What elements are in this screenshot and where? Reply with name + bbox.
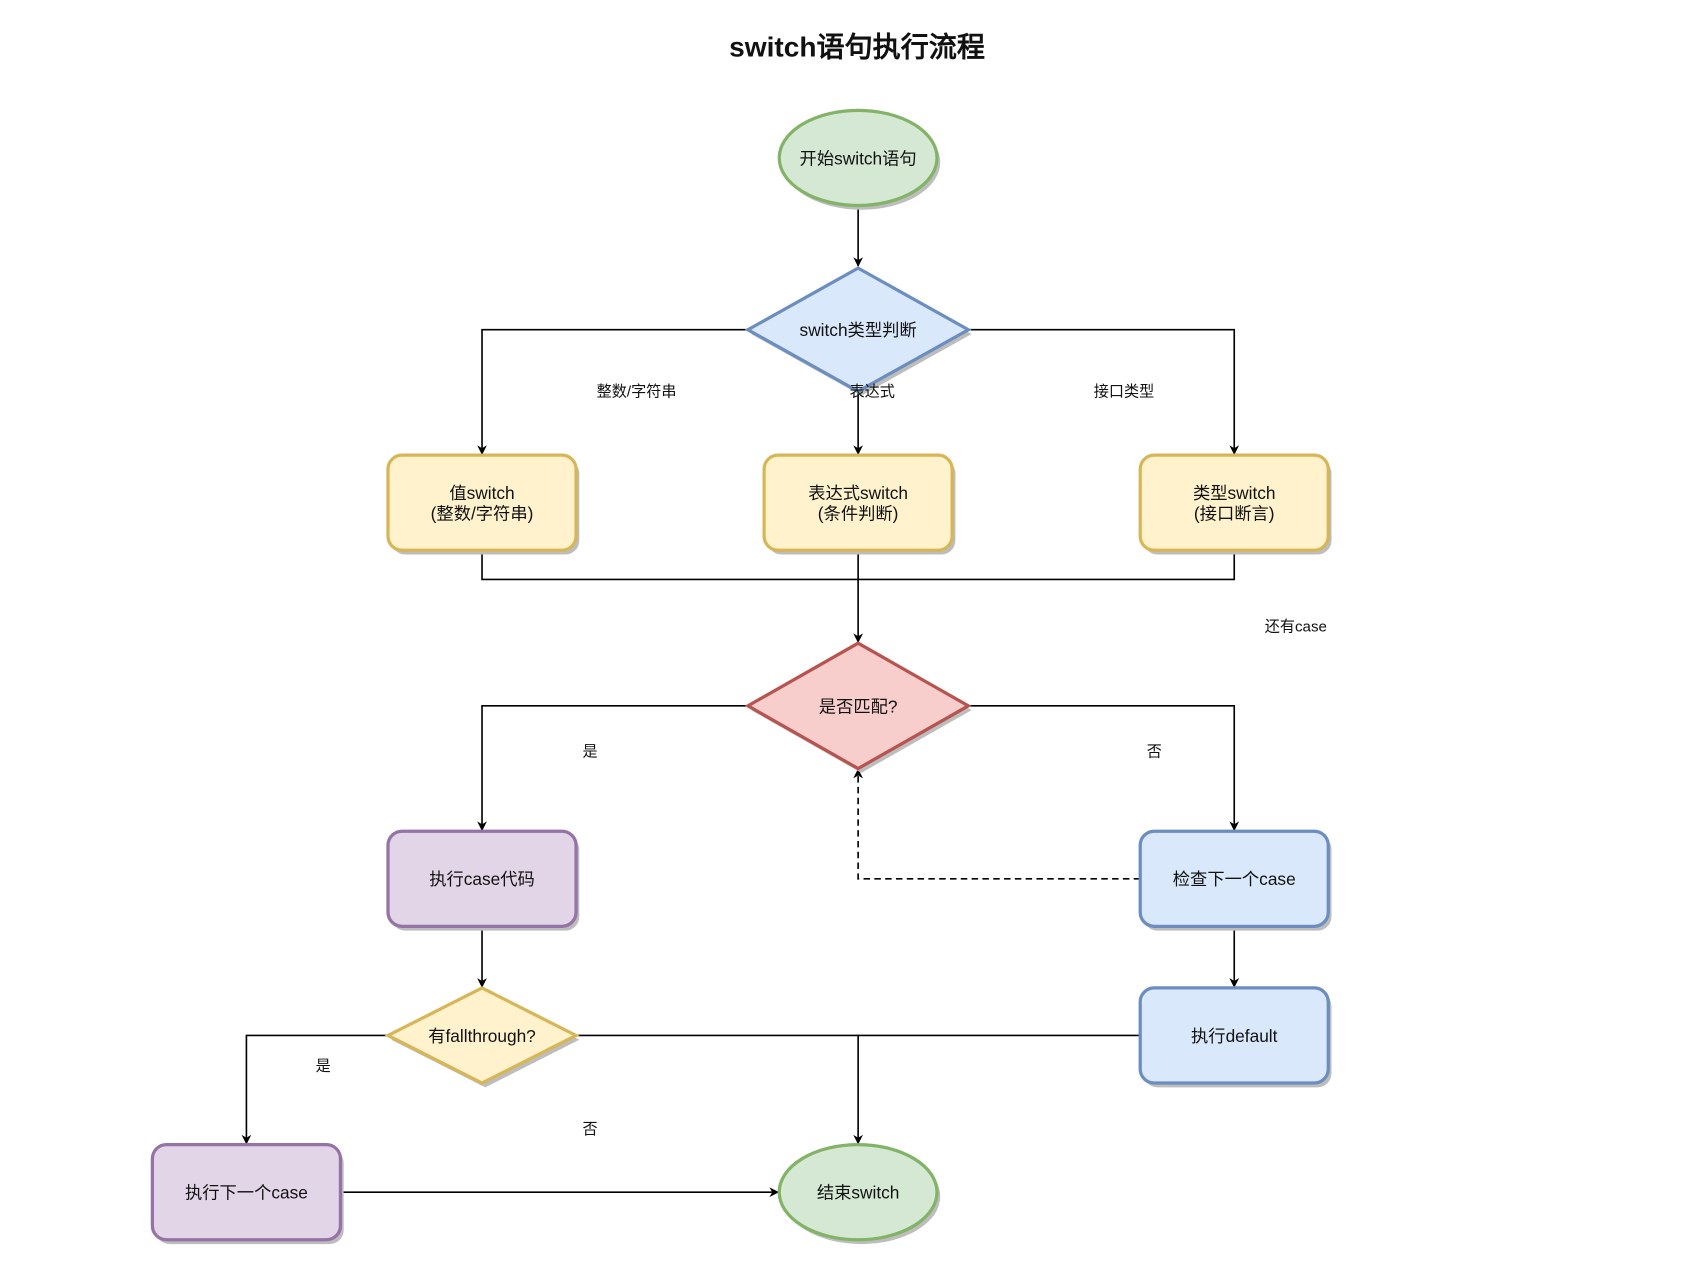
node-value-switch: 值switch(整数/字符串) <box>386 453 580 555</box>
node-label: 执行下一个case <box>185 1183 308 1203</box>
node-label: 有fallthrough? <box>428 1026 536 1046</box>
node-label: (整数/字符串) <box>431 503 534 523</box>
node-shape-diamond <box>744 266 972 394</box>
edge-label: 接口类型 <box>1094 384 1155 401</box>
node-shape-diamond <box>384 986 580 1085</box>
edge-type-switch-to-match <box>858 550 1236 581</box>
edge-labels-layer: 整数/字符串表达式接口类型是否还有case是否 <box>316 384 1327 1138</box>
edge-label: 否 <box>583 1121 598 1138</box>
node-fallthrough: 有fallthrough? <box>384 986 580 1088</box>
edge-label: 表达式 <box>849 384 894 401</box>
node-shape-rect <box>1138 986 1330 1085</box>
node-label: (条件判断) <box>818 503 899 523</box>
edge-label: 整数/字符串 <box>597 384 677 401</box>
node-shape-rect <box>150 1143 343 1242</box>
node-shape-diamond <box>744 641 972 771</box>
node-shape-rect <box>1138 453 1330 552</box>
node-shape-rect <box>386 453 578 552</box>
edge-label: 还有case <box>1265 618 1327 635</box>
node-label: 值switch <box>449 483 514 503</box>
node-exec-default: 执行default <box>1138 986 1332 1088</box>
edges-layer <box>241 205 1240 1198</box>
node-label: switch类型判断 <box>800 320 917 340</box>
node-exec-next-case: 执行下一个case <box>150 1143 344 1245</box>
node-expr-switch: 表达式switch(条件判断) <box>762 453 956 555</box>
edge-fallthrough-to-end <box>576 1034 863 1145</box>
edge-check-next-to-match <box>853 768 1141 880</box>
node-label: 检查下一个case <box>1173 869 1296 889</box>
node-check-next: 检查下一个case <box>1138 829 1332 931</box>
node-shape-ellipse <box>777 108 939 208</box>
node-shape-rect <box>762 453 954 552</box>
edge-type-check-to-value-switch <box>477 328 748 455</box>
edge-label: 否 <box>1147 744 1162 761</box>
node-label: 开始switch语句 <box>800 148 917 168</box>
node-label: 结束switch <box>817 1183 900 1203</box>
node-type-check: switch类型判断 <box>744 266 972 396</box>
node-exec-case: 执行case代码 <box>386 829 580 931</box>
node-shape-rect <box>386 829 578 928</box>
node-label: (接口断言) <box>1194 503 1275 523</box>
edge-type-check-to-type-switch <box>968 328 1240 455</box>
edge-label: 是 <box>316 1058 331 1075</box>
node-start: 开始switch语句 <box>777 108 941 210</box>
node-end: 结束switch <box>777 1143 941 1245</box>
edge-match-to-check-next <box>968 705 1240 832</box>
node-label: 是否匹配? <box>819 696 898 716</box>
node-shape-ellipse <box>777 1143 939 1242</box>
node-label: 表达式switch <box>808 483 908 503</box>
edge-label: 是 <box>583 744 598 761</box>
node-label: 执行default <box>1191 1026 1278 1046</box>
edge-match-to-exec-case <box>477 705 748 832</box>
edge-fallthrough-to-exec-next-case <box>241 1034 388 1145</box>
node-match: 是否匹配? <box>744 641 972 773</box>
node-label: 类型switch <box>1193 483 1276 503</box>
node-label: 执行case代码 <box>429 869 535 889</box>
diagram-title: switch语句执行流程 <box>729 30 985 62</box>
edge-value-switch-to-match <box>481 550 859 581</box>
node-type-switch: 类型switch(接口断言) <box>1138 453 1332 555</box>
node-shape-rect <box>1138 829 1330 928</box>
